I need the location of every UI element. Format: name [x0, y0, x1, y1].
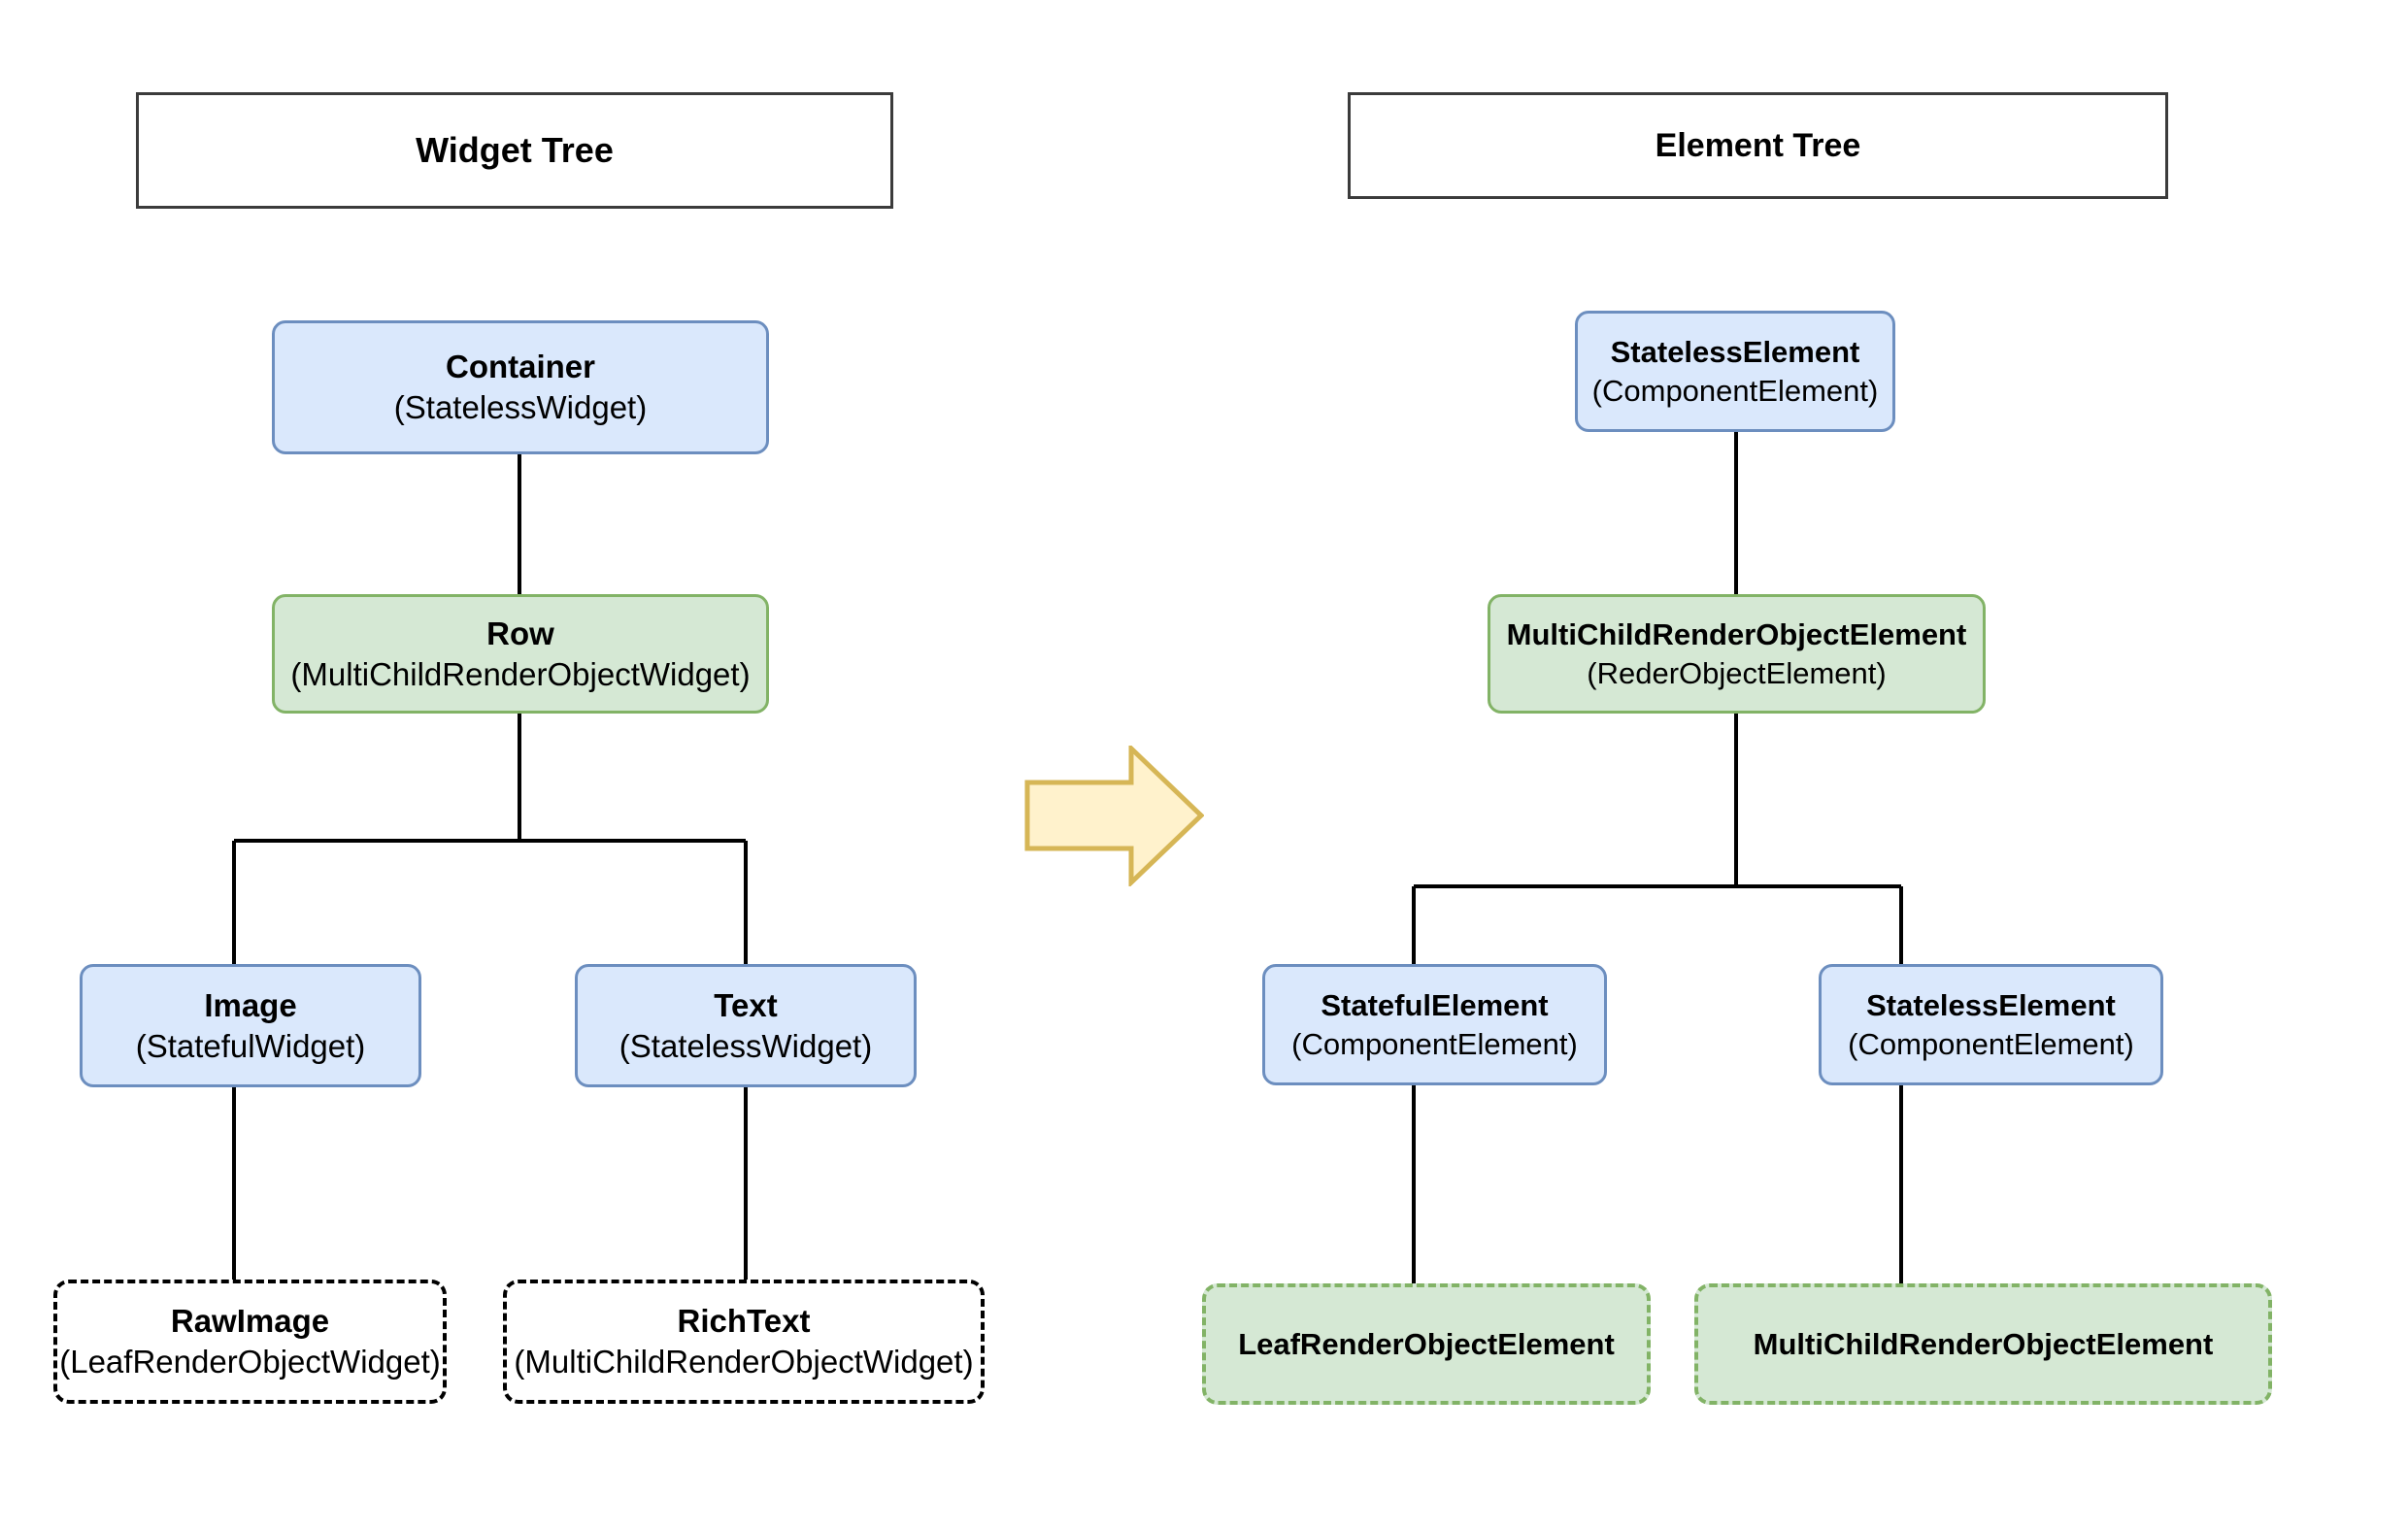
widget-node-row-subtitle: (MultiChildRenderObjectWidget)	[290, 655, 751, 692]
element-node-multichild-leaf-title: MultiChildRenderObjectElement	[1753, 1326, 2214, 1361]
widget-node-image-title: Image	[204, 986, 297, 1023]
element-node-stateless-child-title: StatelessElement	[1866, 988, 2116, 1023]
element-node-multichild-render-subtitle: (RederObjectElement)	[1587, 655, 1887, 690]
widget-node-row-title: Row	[486, 615, 554, 651]
element-node-stateless-root-title: StatelessElement	[1610, 335, 1860, 370]
widget-node-richtext-subtitle: (MultiChildRenderObjectWidget)	[514, 1344, 974, 1380]
widget-node-rawimage[interactable]: RawImage (LeafRenderObjectWidget)	[53, 1280, 447, 1404]
transformation-arrow	[1024, 743, 1205, 888]
element-node-stateless-root[interactable]: StatelessElement (ComponentElement)	[1575, 311, 1895, 432]
element-node-leaf-render[interactable]: LeafRenderObjectElement	[1202, 1283, 1651, 1405]
element-tree-header-label: Element Tree	[1655, 126, 1861, 164]
element-node-multichild-render-title: MultiChildRenderObjectElement	[1506, 617, 1967, 652]
element-node-multichild-render[interactable]: MultiChildRenderObjectElement (RederObje…	[1488, 594, 1986, 714]
widget-node-row[interactable]: Row (MultiChildRenderObjectWidget)	[272, 594, 769, 714]
widget-node-text-subtitle: (StatelessWidget)	[619, 1027, 873, 1064]
widget-node-text[interactable]: Text (StatelessWidget)	[575, 964, 917, 1087]
widget-tree-header: Widget Tree	[136, 92, 893, 209]
widget-node-container-subtitle: (StatelessWidget)	[393, 389, 648, 425]
element-node-stateless-root-subtitle: (ComponentElement)	[1591, 373, 1879, 408]
element-node-stateless-child[interactable]: StatelessElement (ComponentElement)	[1819, 964, 2163, 1085]
widget-node-container-title: Container	[445, 349, 595, 385]
widget-node-container[interactable]: Container (StatelessWidget)	[272, 320, 769, 454]
widget-tree-header-label: Widget Tree	[416, 130, 614, 170]
element-node-stateful-title: StatefulElement	[1321, 988, 1549, 1023]
widget-node-rawimage-subtitle: (LeafRenderObjectWidget)	[59, 1344, 441, 1380]
widget-node-richtext-title: RichText	[677, 1303, 811, 1340]
widget-node-text-title: Text	[714, 986, 778, 1023]
widget-node-image[interactable]: Image (StatefulWidget)	[80, 964, 421, 1087]
element-node-stateful-subtitle: (ComponentElement)	[1291, 1026, 1578, 1061]
element-node-leaf-render-title: LeafRenderObjectElement	[1238, 1326, 1615, 1361]
element-node-stateful[interactable]: StatefulElement (ComponentElement)	[1262, 964, 1607, 1085]
arrow-shape	[1024, 743, 1205, 888]
widget-node-richtext[interactable]: RichText (MultiChildRenderObjectWidget)	[503, 1280, 985, 1404]
element-node-stateless-child-subtitle: (ComponentElement)	[1848, 1026, 2134, 1061]
widget-node-rawimage-title: RawImage	[170, 1303, 330, 1340]
element-node-multichild-leaf[interactable]: MultiChildRenderObjectElement	[1694, 1283, 2272, 1405]
element-tree-header: Element Tree	[1348, 92, 2168, 199]
widget-node-image-subtitle: (StatefulWidget)	[135, 1027, 366, 1064]
